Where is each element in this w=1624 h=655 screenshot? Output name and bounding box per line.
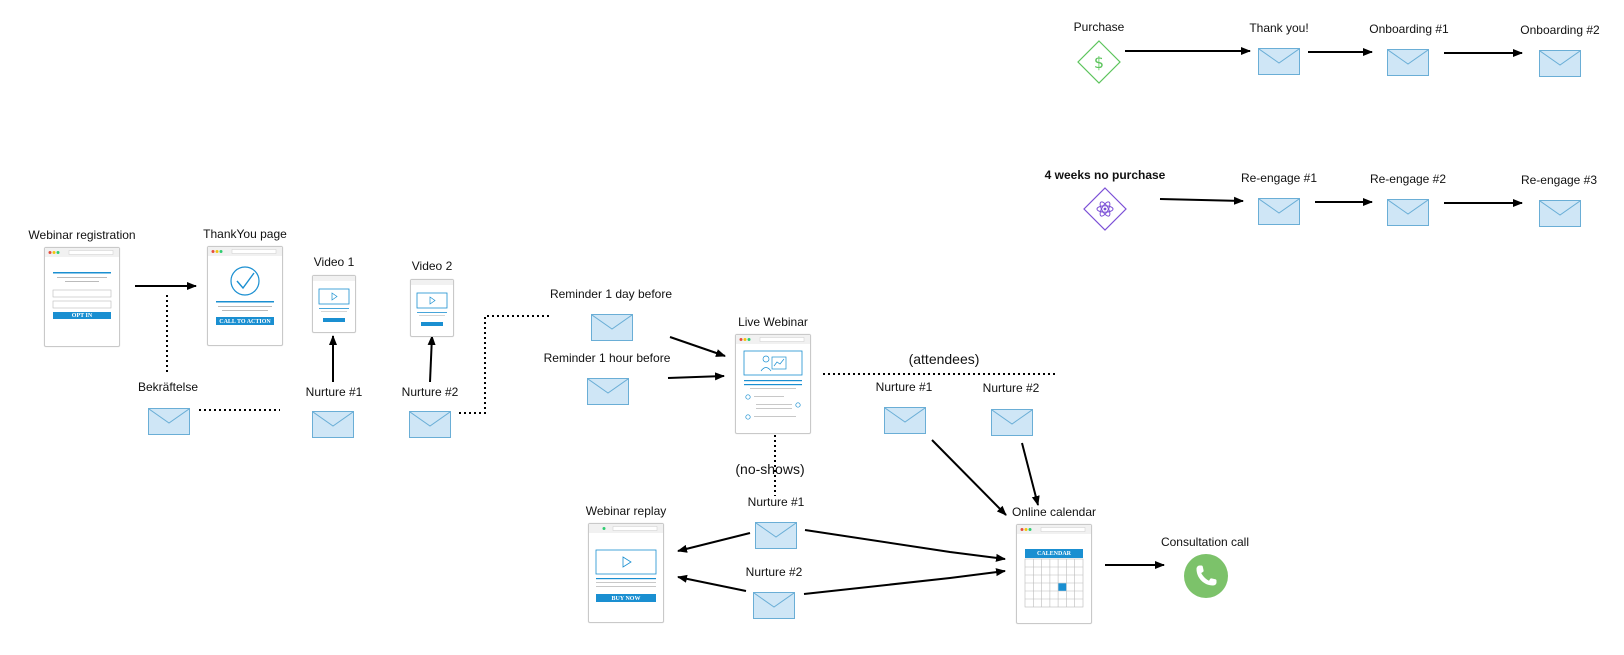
email-reengage3-icon[interactable] xyxy=(1539,200,1581,227)
video2-wireframe xyxy=(411,280,453,326)
live-webinar-wireframe xyxy=(736,335,810,420)
arrow-reminderhour-live xyxy=(667,372,725,381)
label-onboarding1: Onboarding #1 xyxy=(1369,22,1449,36)
email-reengage2-icon[interactable] xyxy=(1387,199,1429,226)
label-video2: Video 2 xyxy=(411,259,453,273)
webinar-replay-page[interactable]: BUY NOW xyxy=(588,523,664,623)
label-consultation-call: Consultation call xyxy=(1160,535,1250,549)
buy-now-button[interactable]: BUY NOW xyxy=(611,596,641,602)
email-thank-you-icon[interactable] xyxy=(1258,48,1300,75)
email-noshow-nurture1-icon[interactable] xyxy=(755,522,797,549)
label-reengage2: Re-engage #2 xyxy=(1369,172,1447,186)
label-noshow-nurture1: Nurture #1 xyxy=(747,495,805,509)
label-attendee-nurture1: Nurture #1 xyxy=(875,380,933,394)
label-thank-you: Thank you! xyxy=(1249,21,1309,35)
live-webinar-page[interactable] xyxy=(735,334,811,434)
label-no-shows: (no-shows) xyxy=(735,461,805,477)
arrow-reminderday-live xyxy=(669,336,726,357)
email-bekraftelse-icon[interactable] xyxy=(148,408,190,435)
arrow-attendee1-calendar xyxy=(931,439,1007,516)
email-nurture2-top-icon[interactable] xyxy=(409,411,451,438)
label-webinar-registration: Webinar registration xyxy=(28,228,136,242)
label-reminder-day: Reminder 1 day before xyxy=(549,287,673,301)
arrow-noshow2-calendar xyxy=(803,568,1006,595)
purchase-dollar-icon[interactable]: $ xyxy=(1077,40,1121,84)
replay-wireframe xyxy=(589,524,663,602)
arrow-noshow1-replay xyxy=(677,532,751,553)
webinar-registration-page[interactable]: OPT IN xyxy=(44,247,120,347)
no-purchase-atom-icon[interactable] xyxy=(1083,187,1127,231)
label-reminder-hour: Reminder 1 hour before xyxy=(543,351,671,365)
email-reengage1-icon[interactable] xyxy=(1258,198,1300,225)
video1-wireframe xyxy=(313,276,355,322)
label-attendee-nurture2: Nurture #2 xyxy=(982,381,1040,395)
online-calendar-page[interactable]: CALENDAR xyxy=(1016,524,1092,624)
email-onboarding2-icon[interactable] xyxy=(1539,50,1581,77)
label-reengage1: Re-engage #1 xyxy=(1240,171,1318,185)
label-reengage3: Re-engage #3 xyxy=(1520,173,1598,187)
phone-icon[interactable] xyxy=(1184,554,1228,598)
email-reminder-day-icon[interactable] xyxy=(591,314,633,341)
label-live-webinar: Live Webinar xyxy=(738,315,808,329)
label-noshow-nurture2: Nurture #2 xyxy=(745,565,803,579)
arrow-noshow1-calendar xyxy=(804,529,1006,562)
label-video1: Video 1 xyxy=(313,255,355,269)
calendar-header: CALENDAR xyxy=(1036,551,1072,557)
calendar-wireframe xyxy=(1017,525,1091,608)
label-attendees: (attendees) xyxy=(908,351,980,367)
call-to-action-button[interactable]: CALL TO ACTION xyxy=(219,319,271,325)
label-onboarding2: Onboarding #2 xyxy=(1520,23,1600,37)
label-online-calendar: Online calendar xyxy=(1011,505,1097,519)
svg-text:$: $ xyxy=(1094,53,1104,72)
video2-page[interactable] xyxy=(410,279,454,337)
email-onboarding1-icon[interactable] xyxy=(1387,49,1429,76)
email-reminder-hour-icon[interactable] xyxy=(587,378,629,405)
email-attendee-nurture2-icon[interactable] xyxy=(991,409,1033,436)
opt-in-button[interactable]: OPT IN xyxy=(71,313,93,319)
arrow-noshow2-replay xyxy=(677,574,747,592)
label-purchase: Purchase xyxy=(1073,20,1125,34)
email-attendee-nurture1-icon[interactable] xyxy=(884,407,926,434)
arrow-nurture2-video2 xyxy=(427,335,436,383)
label-webinar-replay: Webinar replay xyxy=(585,504,667,518)
label-bekraftelse: Bekräftelse xyxy=(137,380,199,394)
label-thankyou-page: ThankYou page xyxy=(203,227,287,241)
arrow-attendee2-calendar xyxy=(1021,442,1040,506)
thankyou-page[interactable]: CALL TO ACTION xyxy=(207,246,283,346)
registration-wireframe xyxy=(45,248,119,319)
email-noshow-nurture2-icon[interactable] xyxy=(753,592,795,619)
video1-page[interactable] xyxy=(312,275,356,333)
label-nurture1-top: Nurture #1 xyxy=(305,385,363,399)
arrow-nopurchase-reengage1 xyxy=(1159,196,1244,205)
thankyou-wireframe xyxy=(208,247,282,325)
dotted-nurture2-reminders xyxy=(459,315,552,414)
label-nurture2-top: Nurture #2 xyxy=(401,385,459,399)
label-no-purchase: 4 weeks no purchase xyxy=(1044,168,1166,182)
email-nurture1-top-icon[interactable] xyxy=(312,411,354,438)
